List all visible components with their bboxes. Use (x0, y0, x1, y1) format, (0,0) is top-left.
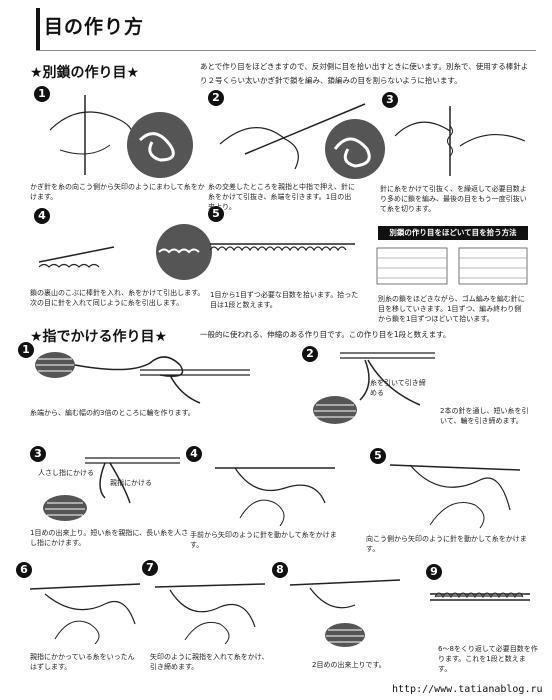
finger-loop-setup-illustration (43, 457, 180, 521)
step-caption: 1目から1目ずつ必要な目数を拾います。拾った目は1段と数えます。 (210, 291, 359, 309)
source-url[interactable]: http://www.tatianablog.ru (392, 684, 543, 695)
step-caption: 鎖の裏山のこぶに棒針を入れ、糸をかけて引出します。次の目に針を入れて同じように糸… (30, 289, 205, 307)
step-caption: 親指にかかっている糸をいったんはずします。 (30, 653, 135, 671)
cast-on-row-illustration (430, 592, 530, 601)
step-caption: 6～8をくり返して必要目数を作ります。これを1段と数えます。 (438, 645, 538, 673)
step-number: 7 (142, 560, 158, 576)
step-number: 2 (208, 90, 224, 106)
step-caption: 矢印のように親指を入れて糸をかけ、引き締めます。 (150, 653, 269, 671)
step-caption: 針に糸をかけて引抜く、を繰返して必要目数より多めに鎖を編み、最後の目をもう一度引… (380, 185, 527, 213)
needles-and-ball-illustration (313, 352, 435, 424)
pick-up-stitches-illustration (38, 224, 212, 280)
section2-intro: 一般的に使われる、伸縮のある作り目です。この作り目を1段と数えます。 (200, 330, 451, 339)
step-caption: 2本の針を通し、短い糸を引いて、輪を引き締めます。 (440, 407, 529, 425)
step-number: 1 (34, 86, 50, 102)
crochet-hook-illustration (49, 95, 193, 178)
title-bar (36, 8, 40, 50)
step-caption: 糸端から、編む幅の約3倍のところに輪を作ります。 (30, 409, 195, 417)
step-caption: 向こう側から矢印のように針を動かして糸をかけます。 (366, 535, 527, 553)
hand-needle-step4-illustration (215, 467, 335, 526)
box-caption: 別糸の鎖をほどきながら、ゴム編みを編む針に目を移していきます。1目ずつ、編み終わ… (378, 295, 525, 323)
step-number: 5 (370, 448, 386, 464)
step-caption: 2目めの出来上りです。 (312, 661, 386, 669)
yarn-ball-loop-illustration (35, 352, 250, 404)
chain-loop-illustration (219, 103, 385, 179)
step-number: 2 (302, 346, 318, 362)
hand-step6-illustration (29, 583, 141, 644)
step-number: 8 (272, 562, 288, 578)
picked-stitches-illustration (209, 243, 355, 252)
index-finger-label: 人さし指にかける (38, 469, 94, 477)
step-number: 6 (16, 562, 32, 578)
hand-step7-illustration (154, 583, 266, 644)
step-number: 3 (30, 446, 46, 462)
step-caption: 糸の交差したところを親指と中指で押え、針に糸をかけて引抜き、糸端を引きます。1目… (208, 183, 355, 211)
section1-intro: あとで作り目をほどきますので、反対側に目を拾い出すときに使います。別糸で、使用す… (200, 62, 529, 85)
step-number: 5 (208, 206, 224, 222)
thumb-label: 親指にかける (110, 479, 152, 487)
step-number: 9 (426, 564, 442, 580)
hand-step8-illustration (289, 579, 401, 647)
section2-heading: ★指でかける作り目★ (30, 329, 168, 345)
step-number: 4 (186, 446, 202, 462)
step-caption: かぎ針を糸の向こう側から矢印のようにまわして糸をかけます。 (30, 183, 205, 201)
step-caption: 手前から矢印のように針を動かして糸をかけます。 (190, 531, 337, 549)
hand-needle-step5-illustration (389, 464, 521, 529)
unravel-chain-illustration (376, 247, 528, 285)
box-title: 別鎖の作り目をほどいて目を拾う方法 (378, 226, 528, 240)
pull-thread-label: 糸を引いて引き締める (370, 379, 426, 397)
step-number: 1 (18, 342, 34, 358)
title-divider (36, 50, 536, 51)
page-title: 目の作り方 (44, 16, 145, 38)
step-number: 3 (382, 92, 398, 108)
step-caption: 1目めの出来上り。短い糸を親指に、長い糸を人さし指にかけます。 (30, 529, 189, 547)
chain-row-illustration (394, 106, 526, 176)
step-number: 4 (34, 208, 50, 224)
section1-heading: ★別鎖の作り目★ (30, 65, 140, 81)
